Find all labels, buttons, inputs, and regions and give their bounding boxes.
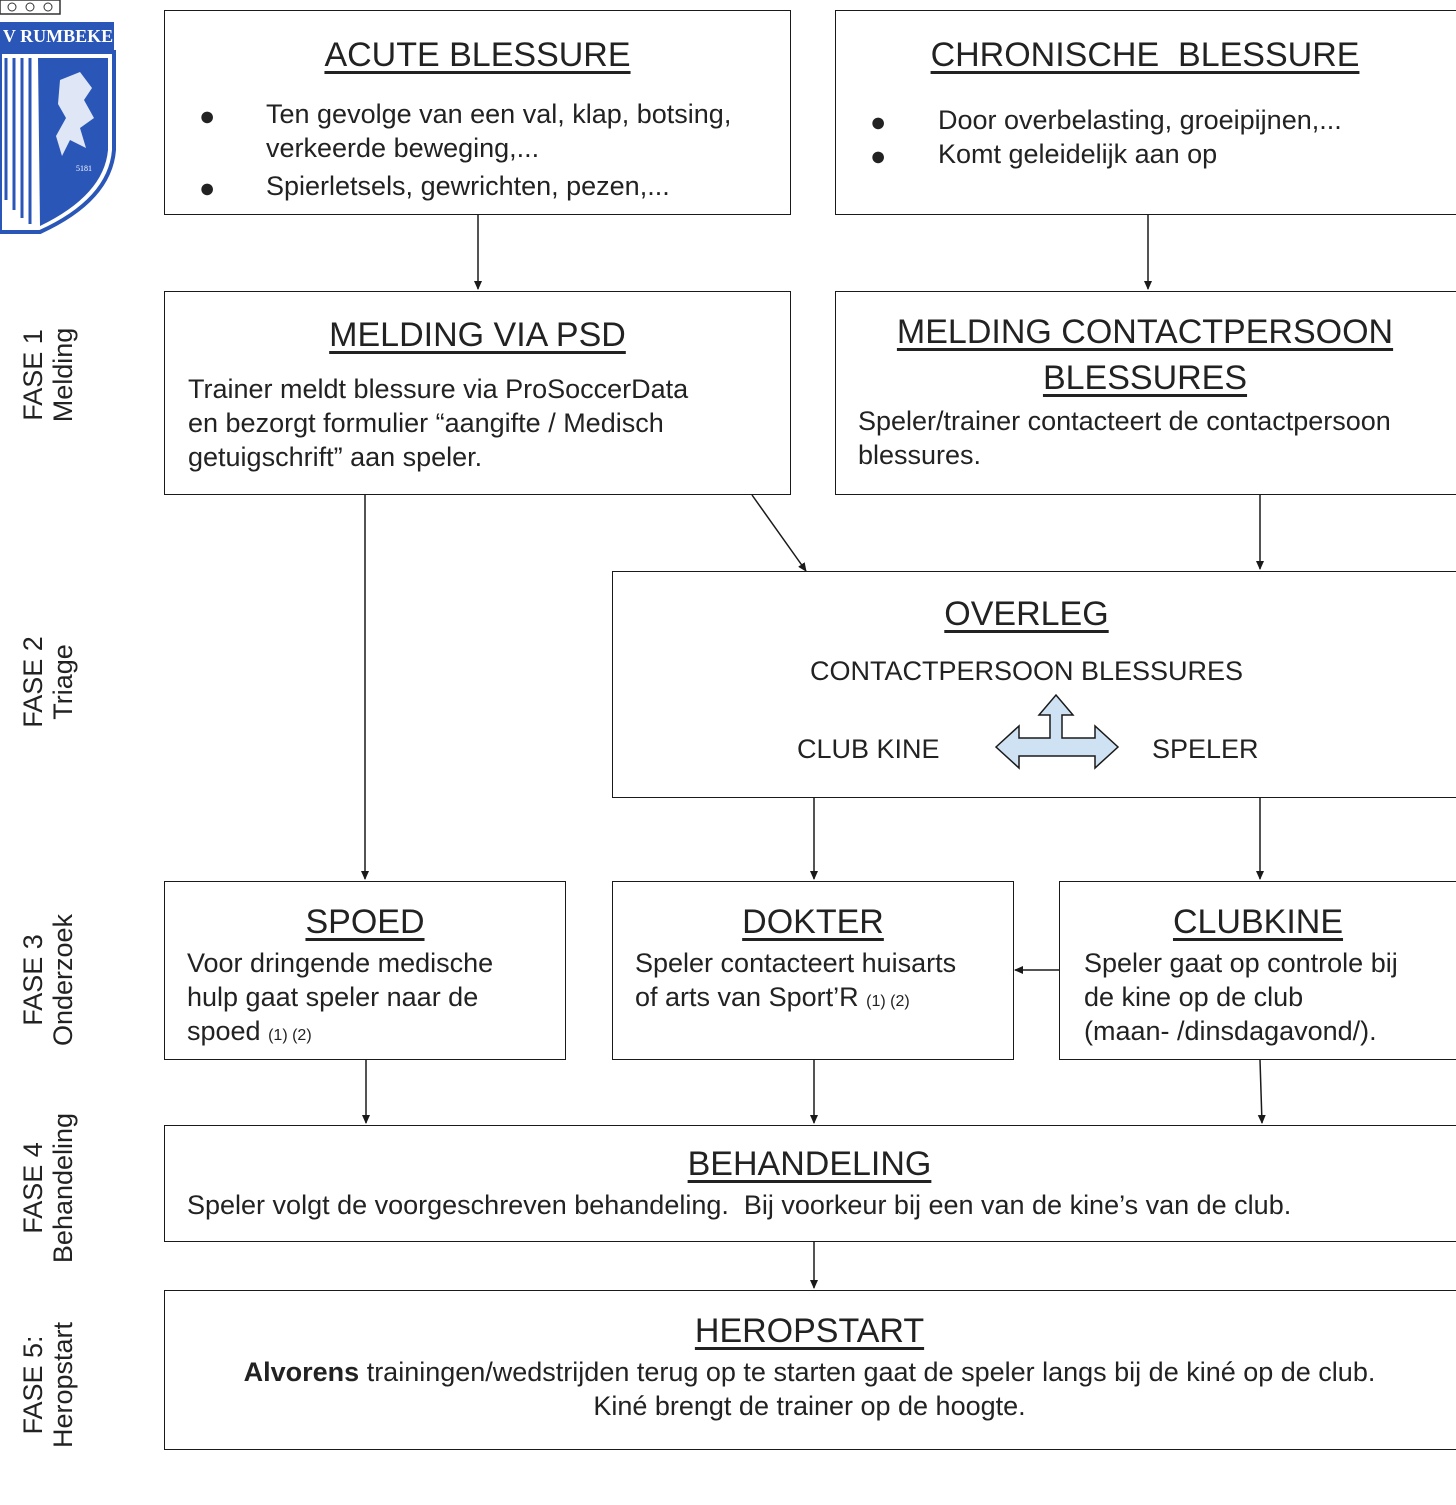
- psd-title: MELDING VIA PSD: [329, 316, 626, 354]
- club-logo: V RUMBEKE 5181: [0, 0, 118, 236]
- overleg-contact-person: CONTACTPERSOON BLESSURES: [809, 656, 1244, 686]
- treatment-box: BEHANDELING Speler volgt de voorgeschrev…: [164, 1125, 1456, 1242]
- acute-bullet-1-line-2: verkeerde beweging,...: [266, 133, 540, 163]
- spoed-line-2: hulp gaat speler naar de: [187, 982, 479, 1012]
- psd-line-3: getuigschrift” aan speler.: [188, 442, 483, 472]
- clubkine-line-3: (maan- /dinsdagavond/).: [1084, 1016, 1377, 1046]
- spoed-title: SPOED: [305, 903, 425, 941]
- restart-box: HEROPSTART Alvorens trainingen/wedstrijd…: [164, 1290, 1456, 1450]
- psd-line-2: en bezorgt formulier “aangifte / Medisch: [188, 408, 664, 438]
- contact-title-line-1: MELDING CONTACTPERSOON: [896, 313, 1394, 351]
- doctor-box: DOKTER Speler contacteert huisarts of ar…: [612, 881, 1014, 1060]
- acute-injury-box: ACUTE BLESSURE ● Ten gevolge van een val…: [164, 10, 791, 215]
- spoed-line-3-text: spoed: [187, 1016, 261, 1046]
- acute-bullet-2: Spierletsels, gewrichten, pezen,...: [266, 171, 670, 201]
- chronic-injury-box: CHRONISCHE BLESSURE ● Door overbelasting…: [835, 10, 1456, 215]
- spoed-footnote: (1) (2): [268, 1027, 312, 1044]
- overleg-player: SPELER: [1152, 734, 1259, 764]
- spoed-line-3: spoed (1) (2): [187, 1014, 312, 1053]
- acute-bullet-1-line-1: Ten gevolge van een val, klap, botsing,: [266, 99, 732, 129]
- dokter-footnote: (1) (2): [866, 993, 910, 1010]
- chronic-bullet-2: Komt geleidelijk aan op: [938, 139, 1218, 169]
- dokter-title: DOKTER: [742, 903, 884, 941]
- behandeling-text: Speler volgt de voorgeschreven behandeli…: [187, 1190, 1292, 1220]
- chronic-title: CHRONISCHE BLESSURE: [930, 36, 1360, 74]
- heropstart-line-2: Kiné brengt de trainer op de hoogte.: [593, 1391, 1026, 1421]
- heropstart-line-1-rest: trainingen/wedstrijden terug op te start…: [359, 1357, 1376, 1387]
- spoed-line-1: Voor dringende medische: [187, 948, 494, 978]
- logo-text: V RUMBEKE: [2, 26, 114, 46]
- connector-lines: [361, 215, 1266, 1289]
- contact-line-1: Speler/trainer contacteert de contactper…: [858, 406, 1391, 436]
- psd-line-1: Trainer meldt blessure via ProSoccerData: [188, 374, 689, 404]
- three-way-arrow-icon: [994, 693, 1120, 770]
- heropstart-title: HEROPSTART: [694, 1312, 925, 1350]
- report-via-psd-box: MELDING VIA PSD Trainer meldt blessure v…: [164, 291, 791, 495]
- dokter-line-2: of arts van Sport’R (1) (2): [635, 980, 910, 1019]
- overleg-title: OVERLEG: [944, 595, 1109, 633]
- bullet-dot: ●: [870, 107, 887, 137]
- dokter-line-1: Speler contacteert huisarts: [635, 948, 957, 978]
- bullet-dot: ●: [199, 101, 216, 131]
- clubkine-title: CLUBKINE: [1172, 903, 1344, 941]
- overleg-club-kine: CLUB KINE: [797, 734, 940, 764]
- clubkine-line-1: Speler gaat op controle bij: [1084, 948, 1398, 978]
- consultation-box: OVERLEG CONTACTPERSOON BLESSURES CLUB KI…: [612, 571, 1456, 798]
- heropstart-line-1: Alvorens trainingen/wedstrijden terug op…: [165, 1355, 1454, 1389]
- behandeling-title: BEHANDELING: [687, 1145, 932, 1183]
- bullet-dot: ●: [870, 141, 887, 171]
- clubkine-line-2: de kine op de club: [1084, 982, 1304, 1012]
- dokter-line-2-text: of arts van Sport’R: [635, 982, 859, 1012]
- chronic-bullet-1: Door overbelasting, groeipijnen,...: [938, 105, 1342, 135]
- contact-title-line-2: BLESSURES: [1042, 359, 1248, 397]
- club-physio-box: CLUBKINE Speler gaat op controle bij de …: [1059, 881, 1456, 1060]
- contact-line-2: blessures.: [858, 440, 982, 470]
- arrow-psd-to-overleg: [751, 494, 807, 572]
- report-contact-person-box: MELDING CONTACTPERSOON BLESSURES Speler/…: [835, 291, 1456, 495]
- club-crest-icon: [0, 0, 116, 234]
- heropstart-bold: Alvorens: [243, 1357, 360, 1387]
- emergency-box: SPOED Voor dringende medische hulp gaat …: [164, 881, 566, 1060]
- acute-title: ACUTE BLESSURE: [324, 36, 631, 74]
- bullet-dot: ●: [199, 173, 216, 203]
- logo-year: 5181: [76, 164, 92, 173]
- arrow-clubkine-to-behandeling: [1257, 1059, 1266, 1124]
